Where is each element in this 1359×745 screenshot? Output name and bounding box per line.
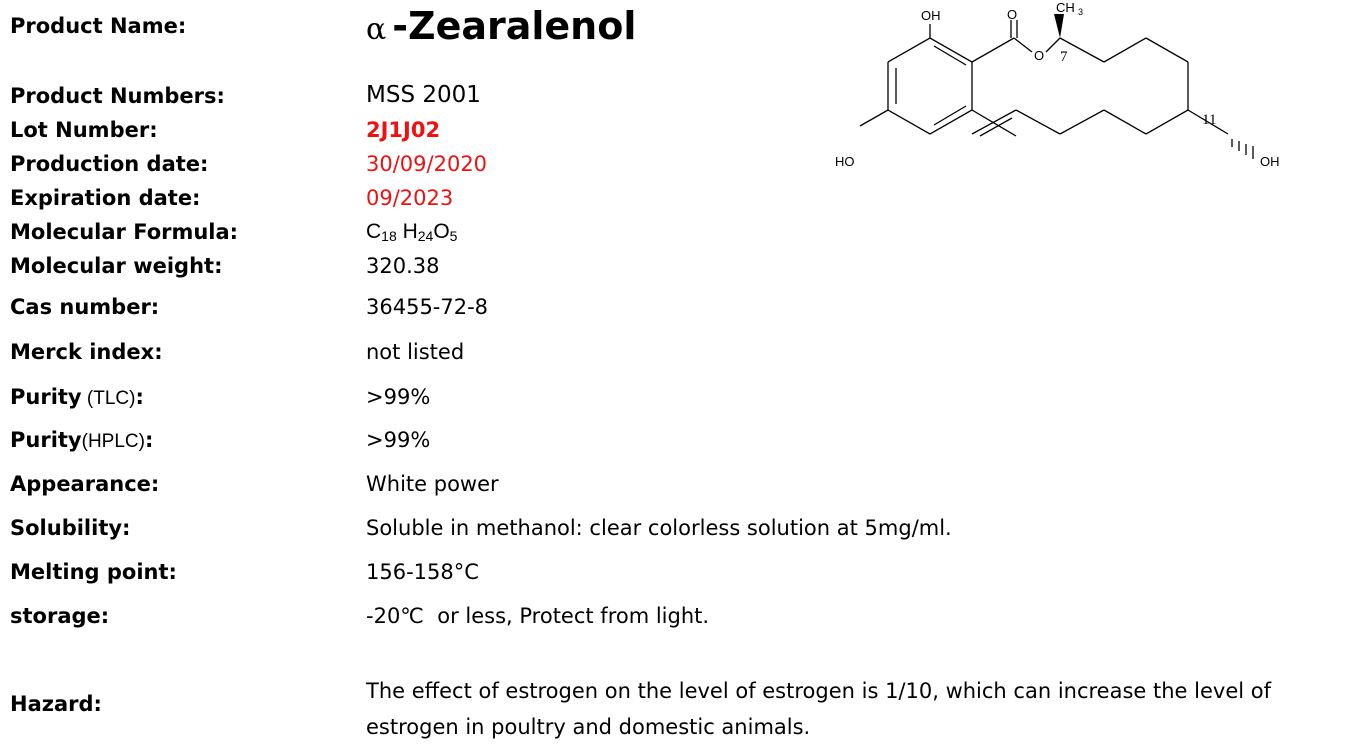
product-numbers-label: Product Numbers: [10, 84, 225, 108]
label-ch-sub: 3 [1078, 7, 1083, 17]
formula-o-count: 5 [449, 228, 458, 244]
product-title: α-Zearalenol [366, 4, 636, 48]
label-ho-left: HO [835, 154, 855, 169]
merck-index-label: Merck index: [10, 340, 163, 364]
label-o-carbonyl: O [1007, 7, 1017, 22]
structure-bonds [859, 20, 1189, 137]
bond-ring-carbonyl [971, 37, 1015, 63]
label-oh-right: OH [1260, 154, 1280, 169]
lot-number-label: Lot Number: [10, 118, 158, 142]
storage-label: storage: [10, 604, 110, 628]
cas-number-label: Cas number: [10, 295, 160, 319]
product-name-label: Product Name: [10, 14, 187, 38]
expiration-date-value: 09/2023 [366, 186, 454, 210]
product-numbers-value: MSS 2001 [366, 82, 481, 108]
purity-tlc-label-main: Purity [10, 385, 82, 409]
purity-hplc-label-main: Purity [10, 428, 82, 452]
label-carbon-7: 7 [1060, 49, 1068, 65]
bond-chain-8 [1015, 109, 1061, 135]
label-o-ring: O [1034, 48, 1044, 63]
bond-chain-2 [1103, 37, 1147, 63]
production-date-value: 30/09/2020 [366, 152, 488, 176]
bond-ester-c7 [1045, 37, 1061, 53]
formula-c: C [366, 220, 382, 243]
molecular-formula-value: C18 H24O5 [366, 220, 457, 244]
product-title-alpha: α [366, 12, 387, 47]
purity-hplc-value: >99% [366, 428, 431, 452]
formula-h: H [396, 220, 418, 243]
purity-hplc-label-colon: : [144, 428, 154, 452]
purity-hplc-label-method: (HPLC) [81, 431, 145, 452]
formula-c-count: 18 [381, 228, 397, 244]
purity-tlc-value: >99% [366, 385, 431, 409]
hashed-bond-oh [1231, 139, 1254, 159]
benzene-double-bond-top [933, 45, 967, 66]
lot-number-value: 2J1J02 [366, 118, 441, 142]
product-title-name: -Zearalenol [392, 4, 637, 48]
bond-chain-5 [1145, 109, 1189, 135]
formula-o: O [433, 220, 450, 243]
appearance-value: White power [366, 472, 499, 496]
chemical-structure-image: OH O CH 3 O 7 11 HO OH [835, 0, 1280, 169]
bond-ho-left [859, 109, 889, 127]
storage-value: -20℃ or less, Protect from light. [366, 604, 710, 628]
bond-double-b [979, 117, 1013, 137]
solubility-label: Solubility: [10, 516, 131, 540]
molecular-weight-label: Molecular weight: [10, 254, 223, 278]
benzene-double-bond-bottom [933, 105, 967, 126]
appearance-label: Appearance: [10, 472, 160, 496]
wedge-bond-ch3 [1054, 14, 1064, 38]
purity-tlc-label: Purity (TLC): [10, 385, 144, 410]
benzene-ring [887, 37, 973, 135]
purity-hplc-label: Purity(HPLC): [10, 428, 153, 453]
bond-chain-3 [1145, 37, 1189, 63]
bond-chain-1 [1059, 37, 1105, 63]
molecular-formula-label: Molecular Formula: [10, 220, 239, 244]
melting-point-label: Melting point: [10, 560, 177, 584]
solubility-value: Soluble in methanol: clear colorless sol… [366, 516, 952, 540]
bond-carbonyl-ester [1013, 37, 1033, 53]
purity-tlc-label-method: (TLC) [81, 388, 136, 409]
cas-number-value: 36455-72-8 [366, 295, 489, 319]
bond-chain-6 [1103, 109, 1147, 135]
merck-index-value: not listed [366, 340, 465, 364]
label-ch: CH [1056, 0, 1075, 15]
formula-h-count: 24 [417, 228, 434, 244]
bond-chain-7 [1059, 109, 1105, 135]
bond-double-a [971, 109, 1017, 135]
hazard-label: Hazard: [10, 692, 102, 716]
purity-tlc-label-colon: : [135, 385, 144, 409]
hazard-value: The effect of estrogen on the level of e… [366, 679, 1271, 739]
melting-point-value: 156-158°C [366, 560, 479, 584]
expiration-date-label: Expiration date: [10, 186, 201, 210]
production-date-label: Production date: [10, 152, 209, 176]
label-carbon-11: 11 [1202, 112, 1216, 128]
molecular-weight-value: 320.38 [366, 254, 440, 278]
bond-c11-oh [1187, 109, 1229, 135]
bond-benzene-vinyl [971, 109, 1017, 137]
label-oh-top: OH [921, 8, 941, 23]
